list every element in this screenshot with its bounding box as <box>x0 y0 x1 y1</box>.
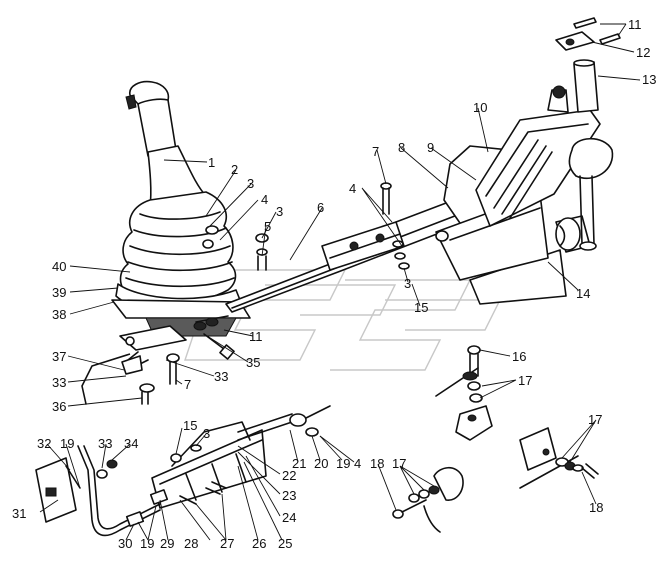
callout-26: 26 <box>252 536 266 551</box>
callout-3: 3 <box>276 204 283 219</box>
callout-19: 19 <box>336 456 350 471</box>
callout-4: 4 <box>261 192 268 207</box>
callout-10: 10 <box>473 100 487 115</box>
callout-32: 32 <box>37 436 51 451</box>
control-mechanism <box>435 17 621 305</box>
callout-22: 22 <box>282 468 296 483</box>
callout-27: 27 <box>220 536 234 551</box>
callout-18: 18 <box>589 500 603 515</box>
callout-3: 3 <box>247 176 254 191</box>
callout-4: 4 <box>354 456 361 471</box>
fastener-set-bottom <box>392 466 464 533</box>
callout-14: 14 <box>576 286 590 301</box>
callout-21: 21 <box>292 456 306 471</box>
callout-8: 8 <box>398 140 405 155</box>
callout-12: 12 <box>636 45 650 60</box>
gear-lever-boot <box>111 80 251 319</box>
callout-19: 19 <box>140 536 154 551</box>
callout-28: 28 <box>184 536 198 551</box>
callout-labels: 1 2 3 3 4 5 6 7 8 9 10 11 12 13 4 3 15 1… <box>12 17 656 551</box>
callout-17: 17 <box>518 373 532 388</box>
callout-11: 11 <box>628 17 642 32</box>
callout-37: 37 <box>52 349 66 364</box>
callout-25: 25 <box>278 536 292 551</box>
callout-5: 5 <box>264 219 271 234</box>
callout-2: 2 <box>231 162 238 177</box>
fastener-set-right <box>519 427 599 489</box>
callout-11: 11 <box>249 329 263 344</box>
callout-16: 16 <box>512 349 526 364</box>
callout-33: 33 <box>214 369 228 384</box>
callout-18: 18 <box>370 456 384 471</box>
callout-17: 17 <box>392 456 406 471</box>
callout-7: 7 <box>184 377 191 392</box>
lever-bracket <box>81 315 237 405</box>
callout-35: 35 <box>246 355 260 370</box>
callout-7: 7 <box>372 144 379 159</box>
callout-33: 33 <box>52 375 66 390</box>
leader-lines <box>39 23 641 541</box>
callout-31: 31 <box>12 506 26 521</box>
callout-20: 20 <box>314 456 328 471</box>
callout-17: 17 <box>588 412 602 427</box>
callout-15: 15 <box>414 300 428 315</box>
callout-1: 1 <box>208 155 215 170</box>
callout-29: 29 <box>160 536 174 551</box>
callout-6: 6 <box>317 200 324 215</box>
callout-15: 15 <box>183 418 197 433</box>
callout-13: 13 <box>642 72 656 87</box>
callout-3: 3 <box>203 426 210 441</box>
callout-33: 33 <box>98 436 112 451</box>
callout-40: 40 <box>52 259 66 274</box>
callout-4: 4 <box>349 181 356 196</box>
callout-38: 38 <box>52 307 66 322</box>
callout-36: 36 <box>52 399 66 414</box>
shift-rod <box>202 182 469 313</box>
callout-34: 34 <box>124 436 138 451</box>
fastener-set-center <box>435 345 493 441</box>
callout-30: 30 <box>118 536 132 551</box>
callout-3: 3 <box>404 276 411 291</box>
callout-9: 9 <box>427 140 434 155</box>
shift-linkage-lower <box>35 405 331 537</box>
watermark-logo <box>184 269 502 371</box>
callout-23: 23 <box>282 488 296 503</box>
callout-19: 19 <box>60 436 74 451</box>
callout-24: 24 <box>282 510 296 525</box>
callout-39: 39 <box>52 285 66 300</box>
